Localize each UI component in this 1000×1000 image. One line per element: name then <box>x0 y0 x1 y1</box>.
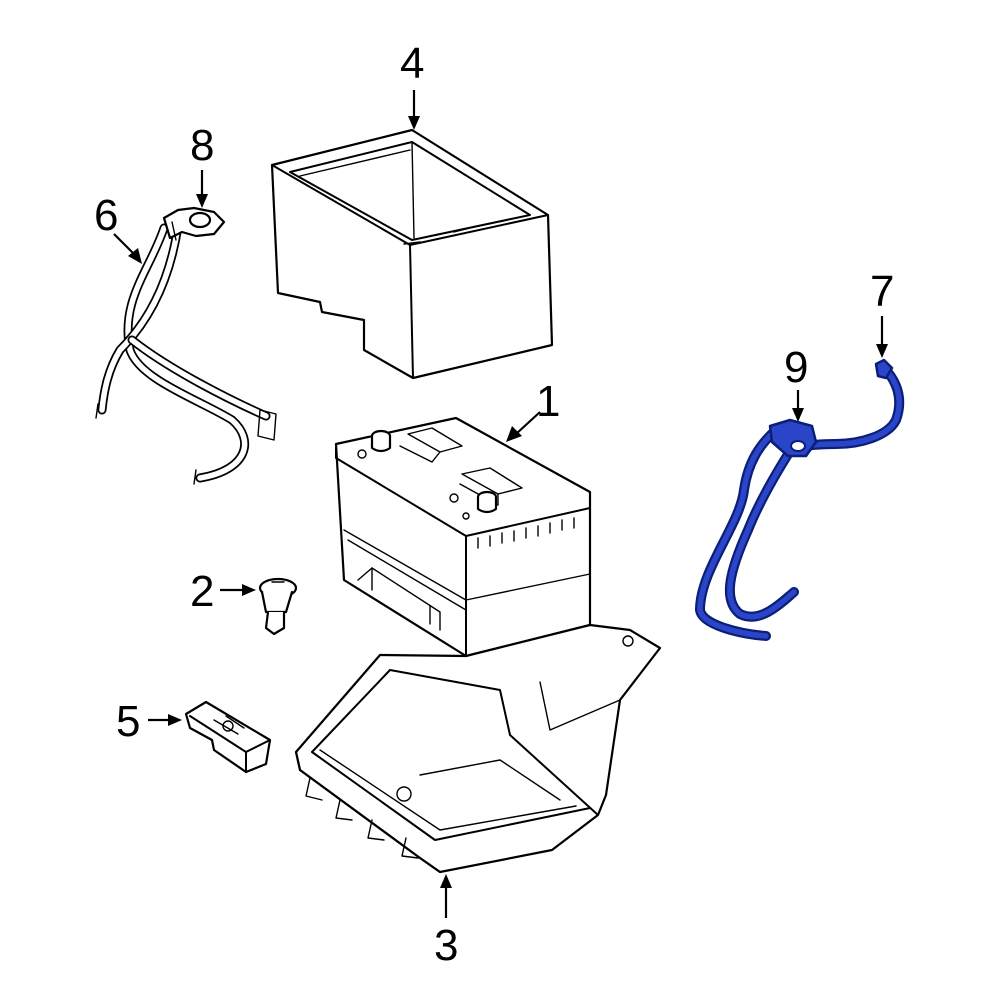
positive-terminal[interactable] <box>162 206 226 241</box>
negative-terminal[interactable] <box>768 358 894 458</box>
callout-7: 7 <box>870 267 894 316</box>
battery[interactable] <box>334 416 592 658</box>
callout-3: 3 <box>434 921 458 970</box>
callout-1: 1 <box>536 377 560 426</box>
callout-6: 6 <box>94 191 118 240</box>
callout-2: 2 <box>190 567 214 616</box>
retainer-clip[interactable] <box>258 577 298 636</box>
callout-arrows <box>113 90 888 918</box>
battery-cover[interactable] <box>270 128 554 380</box>
callout-5: 5 <box>116 697 140 746</box>
negative-cable[interactable] <box>695 363 905 641</box>
battery-tray[interactable] <box>294 623 662 874</box>
callout-8: 8 <box>190 121 214 170</box>
positive-cable[interactable] <box>95 221 277 485</box>
callout-9: 9 <box>784 343 808 392</box>
callout-4: 4 <box>400 39 424 88</box>
hold-down-bracket[interactable] <box>184 700 272 774</box>
